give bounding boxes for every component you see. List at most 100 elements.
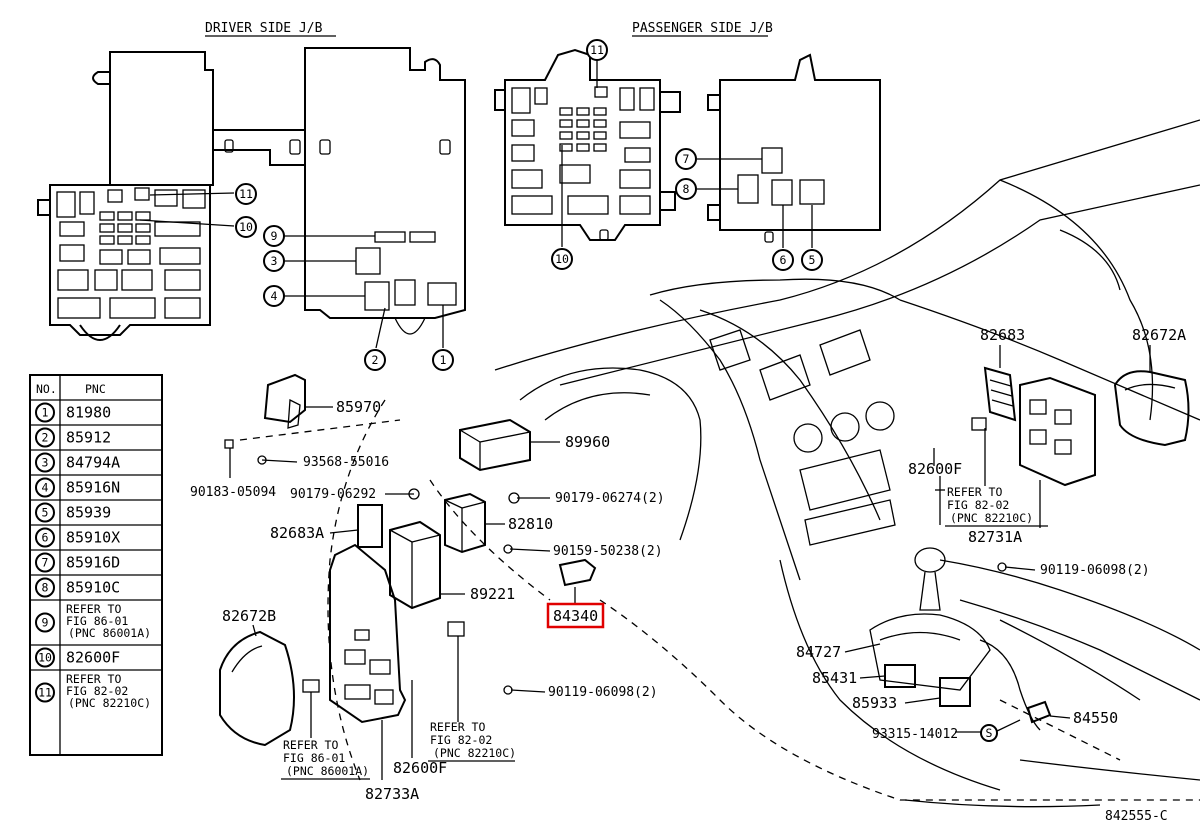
row-number-circle (35, 527, 55, 548)
part-84550 (1026, 700, 1052, 724)
dashboard-drawing (239, 119, 1200, 808)
svg-text:FIG 82-02: FIG 82-02 (430, 733, 492, 747)
label-93568-55016: 93568-55016 (303, 455, 389, 470)
label-89960: 89960 (565, 433, 610, 451)
label-82731A: 82731A (968, 528, 1022, 546)
row-pnc: 81980 (66, 404, 111, 422)
label-84340[interactable]: 84340 (553, 607, 598, 625)
svg-text:REFER TO: REFER TO (430, 720, 485, 734)
label-82683: 82683 (980, 326, 1025, 344)
refer-block-82210C-right: REFER TO FIG 82-02 (PNC 82210C) (945, 485, 1048, 527)
svg-text:5: 5 (809, 253, 816, 267)
driver-callout-10: 10 (235, 216, 257, 238)
row-number-circle (35, 552, 55, 573)
row-pnc: 85910X (66, 529, 120, 547)
passenger-callout-6: 6 (772, 249, 794, 271)
row-number-circle (35, 612, 55, 633)
svg-text:(PNC 82210C): (PNC 82210C) (950, 511, 1033, 525)
part-82672A-cover (1113, 370, 1190, 447)
driver-callout-1: 1 (432, 349, 454, 371)
label-90179-06274: 90179-06274(2) (555, 491, 665, 506)
label-93315-14012: 93315-14012 (872, 727, 958, 742)
label-84727: 84727 (796, 643, 841, 661)
table-header-no: NO. (36, 382, 57, 396)
label-90119-06098-b: 90119-06098(2) (1040, 563, 1150, 578)
highlight-84340 (546, 602, 605, 629)
part-86001A-clip (302, 679, 320, 693)
part-82683-grille (983, 366, 1017, 422)
table-row: 3 84794A (30, 452, 162, 476)
passenger-callout-10: 10 (551, 248, 573, 270)
label-85933: 85933 (852, 694, 897, 712)
row-number: 4 (42, 481, 49, 495)
svg-text:2: 2 (372, 353, 379, 367)
passenger-callout-8: 8 (675, 178, 697, 200)
row-number: 6 (42, 531, 49, 545)
row-number-circle (35, 477, 55, 498)
label-82810: 82810 (508, 515, 553, 533)
svg-text:9: 9 (271, 229, 278, 243)
svg-text:FIG 82-02: FIG 82-02 (947, 498, 1009, 512)
row-refer-line: FIG 86-01 (66, 614, 128, 628)
row-refer-line: REFER TO (66, 602, 121, 616)
driver-callout-11: 11 (235, 183, 257, 205)
svg-text:1: 1 (440, 353, 447, 367)
part-84340-switch (558, 558, 597, 587)
row-pnc: 85910C (66, 579, 120, 597)
row-pnc: 85912 (66, 429, 111, 447)
label-s: S (986, 726, 993, 740)
part-82733A-junction-block (329, 543, 407, 724)
row-number: 11 (38, 686, 52, 700)
svg-text:6: 6 (780, 253, 787, 267)
label-85970: 85970 (336, 398, 381, 416)
row-number: 8 (42, 581, 49, 595)
row-pnc: 85916D (66, 554, 120, 572)
svg-text:10: 10 (555, 252, 569, 266)
driver-jb-title: DRIVER SIDE J/B (205, 21, 323, 36)
row-refer-line: (PNC 86001A) (68, 626, 151, 640)
passenger-jb-drawing (494, 48, 881, 243)
row-number: 9 (42, 616, 49, 630)
driver-callout-4: 4 (263, 285, 285, 307)
refer-block-82210C-center: REFER TO FIG 82-02 (PNC 82210C) (428, 720, 516, 762)
row-pnc: 85939 (66, 504, 111, 522)
row-pnc: 84794A (66, 454, 120, 472)
part-89221-module (389, 520, 441, 610)
svg-text:3: 3 (271, 254, 278, 268)
row-refer-line: (PNC 82210C) (68, 696, 151, 710)
row-number: 5 (42, 506, 49, 520)
row-number-circle (35, 647, 55, 668)
label-82683A: 82683A (270, 524, 324, 542)
part-82210C-clip (447, 621, 465, 637)
passenger-jb-title: PASSENGER SIDE J/B (632, 21, 773, 36)
svg-text:(PNC 82210C): (PNC 82210C) (433, 746, 516, 760)
symbol-s-circle (980, 724, 998, 742)
svg-text:(PNC 86001A): (PNC 86001A) (286, 764, 369, 778)
svg-text:8: 8 (683, 182, 690, 196)
part-84727-harness (879, 631, 961, 641)
row-number: 3 (42, 456, 49, 470)
row-number: 10 (38, 651, 52, 665)
driver-jb-drawing (37, 47, 466, 341)
row-refer-line: FIG 82-02 (66, 684, 128, 698)
table-row: 8 85910C (30, 577, 162, 601)
part-85970-relay (263, 373, 306, 429)
label-84550: 84550 (1073, 709, 1118, 727)
passenger-callout-5: 5 (801, 249, 823, 271)
label-90119-06098-a: 90119-06098(2) (548, 685, 658, 700)
row-number-circle (35, 682, 55, 703)
svg-text:REFER TO: REFER TO (283, 738, 338, 752)
svg-text:11: 11 (239, 187, 253, 201)
table-row: 6 85910X (30, 527, 162, 551)
row-number: 7 (42, 556, 49, 570)
part-82683A-cover (357, 504, 383, 548)
